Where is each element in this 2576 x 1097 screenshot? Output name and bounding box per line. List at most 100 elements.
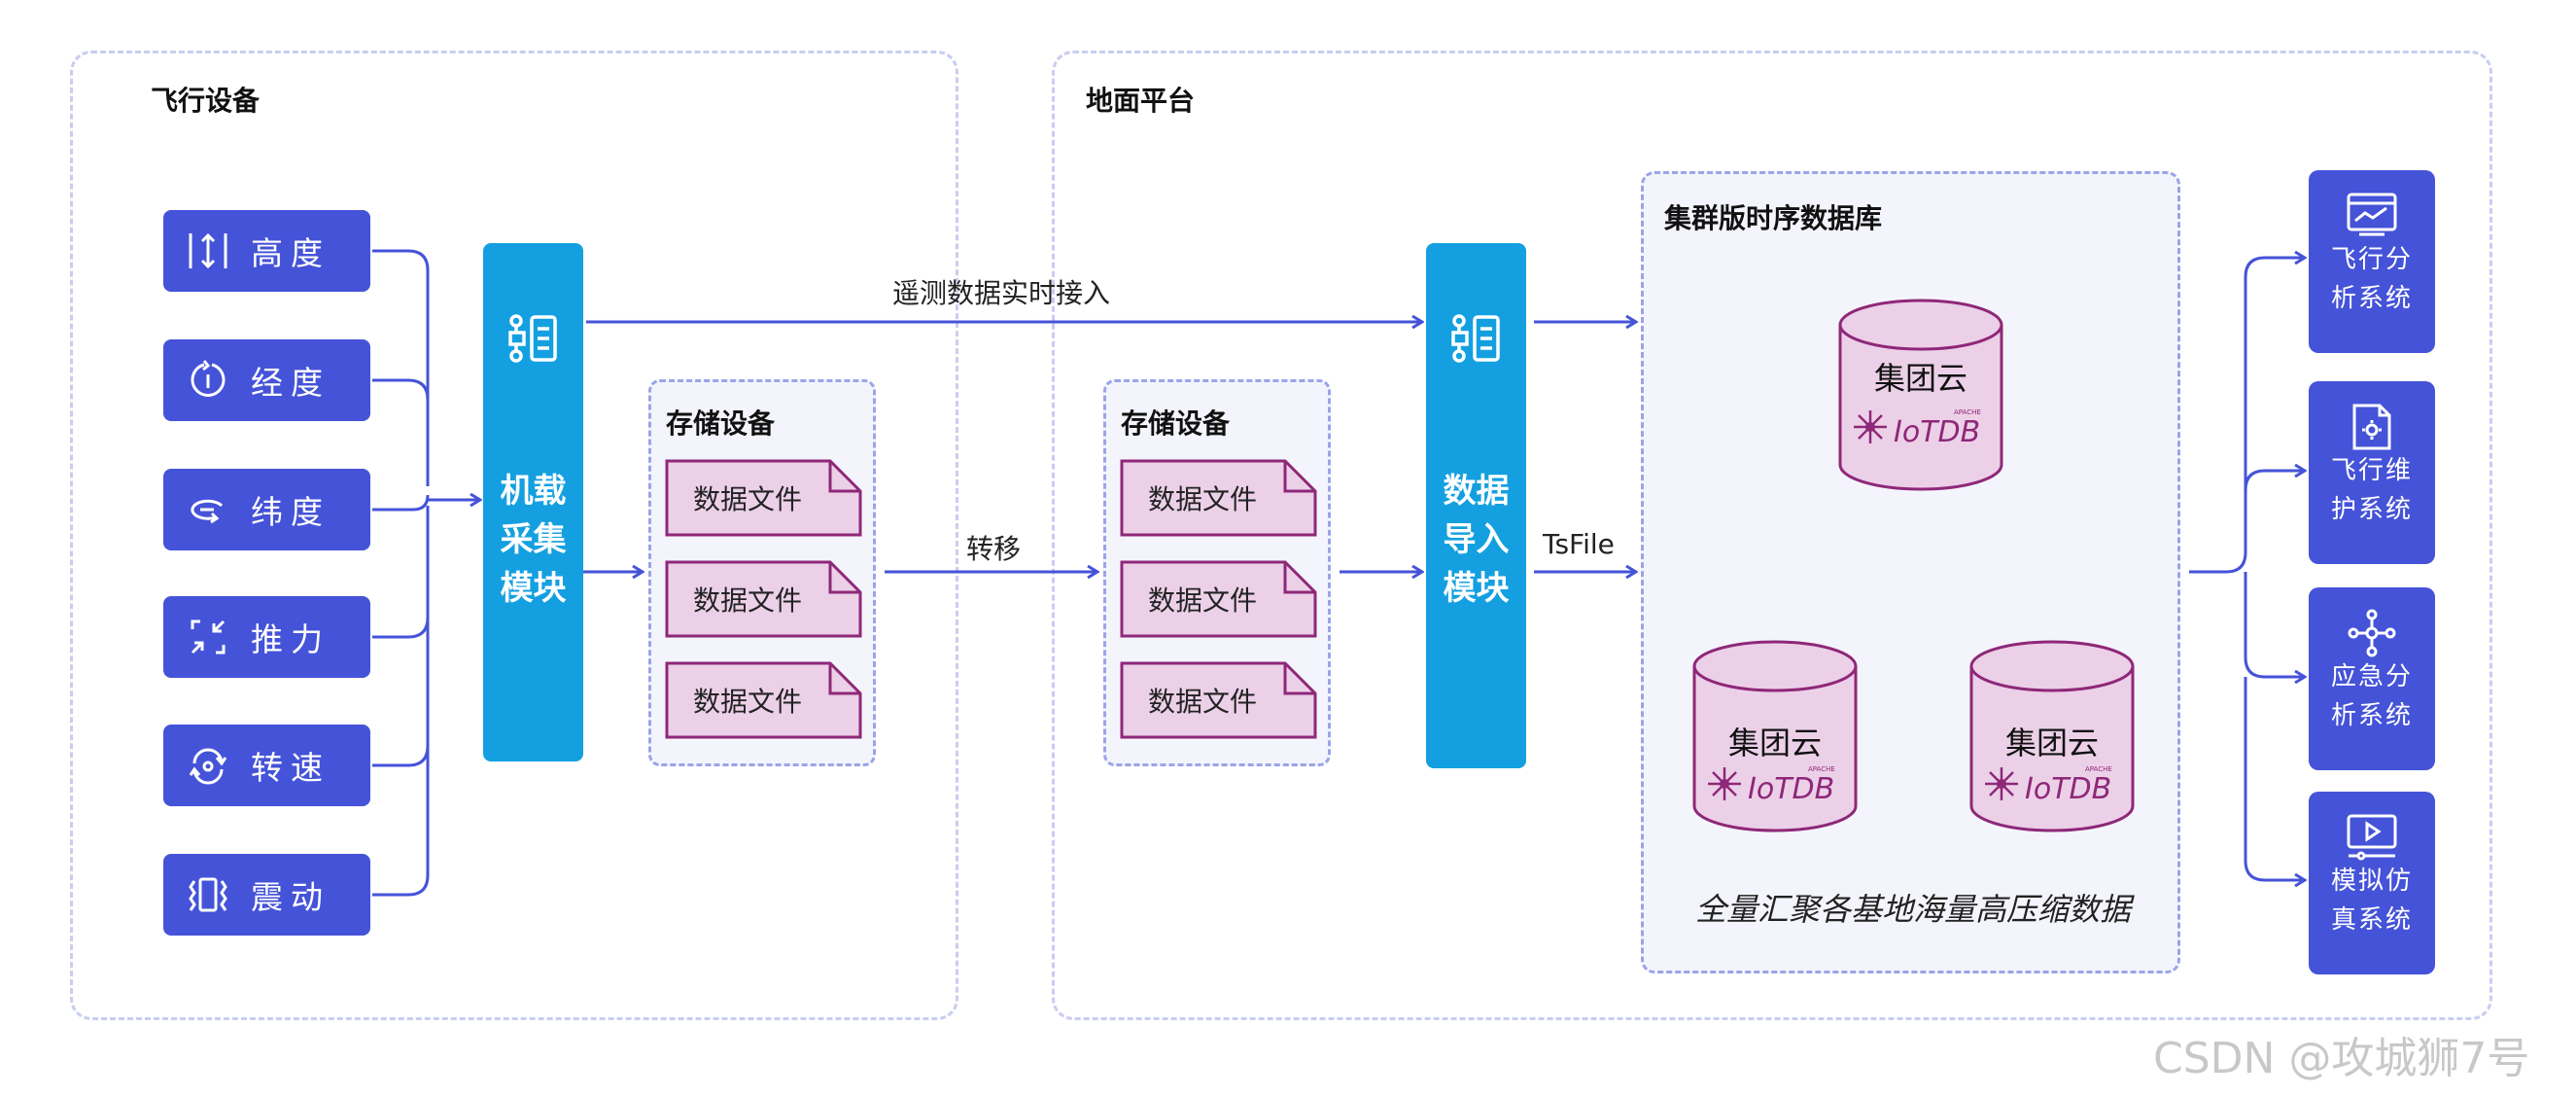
sensor-rpm: 转速	[163, 725, 370, 806]
cluster-to-apps-connector	[2189, 258, 2304, 574]
network-nodes-icon	[2309, 609, 2435, 657]
file-icon	[665, 459, 862, 537]
database-icon	[1969, 640, 2135, 832]
rpm-icon	[187, 744, 229, 787]
file-icon	[1120, 459, 1317, 537]
logo-text: IoTDB	[1894, 415, 1980, 449]
sensor-connector-1	[372, 249, 430, 486]
sensor-altitude: 高度	[163, 210, 370, 292]
data-file: 数据文件	[665, 459, 862, 537]
right-storage-title: 存储设备	[1121, 407, 1231, 440]
module-icon	[483, 313, 583, 372]
app-flight-maintenance: 飞行维 护系统	[2309, 381, 2435, 564]
file-icon	[1120, 661, 1317, 739]
logo-super: APACHE	[1808, 765, 1835, 773]
file-icon	[665, 661, 862, 739]
app-label-line: 应急分	[2330, 662, 2413, 691]
data-file-label: 数据文件	[1147, 584, 1257, 617]
tsfile-label: TsFile	[1543, 528, 1615, 560]
file-icon	[1120, 560, 1317, 638]
vibration-icon	[187, 873, 229, 916]
latitude-icon	[187, 488, 229, 531]
cluster-node-name: 集团云	[1873, 360, 1967, 397]
data-file: 数据文件	[1120, 661, 1317, 739]
data-file: 数据文件	[665, 661, 862, 739]
cluster-node-name: 集团云	[1727, 725, 1822, 761]
gear-document-icon	[2309, 403, 2435, 451]
sensor-connector-4	[372, 617, 430, 639]
data-file-label: 数据文件	[692, 584, 802, 617]
app-emergency-analysis: 应急分 析系统	[2309, 587, 2435, 770]
cluster-node-name: 集团云	[2004, 725, 2099, 761]
data-file-label: 数据文件	[692, 483, 802, 515]
module-label-line: 数据	[1443, 472, 1510, 511]
flight-equipment-region	[70, 51, 958, 1020]
transfer-label: 转移	[966, 533, 1022, 565]
sensor-longitude: 经度	[163, 339, 370, 421]
sensor-vibration: 震动	[163, 854, 370, 936]
ground-platform-region	[1052, 51, 2492, 1020]
sensor-latitude: 纬度	[163, 469, 370, 550]
flight-equipment-title: 飞行设备	[151, 85, 261, 117]
left-storage-title: 存储设备	[666, 407, 776, 440]
logo-super: APACHE	[1954, 408, 1981, 416]
data-file: 数据文件	[665, 560, 862, 638]
app-label-line: 析系统	[2330, 284, 2413, 313]
sensor-label: 推力	[251, 620, 331, 658]
file-icon	[665, 560, 862, 638]
app-label-line: 析系统	[2330, 701, 2413, 730]
longitude-icon	[187, 359, 229, 402]
cluster-title: 集群版时序数据库	[1664, 202, 1883, 234]
onboard-collect-module: 机载 采集 模块	[483, 243, 583, 761]
app-label-line: 飞行分	[2330, 245, 2413, 274]
altitude-icon	[187, 230, 229, 272]
sensor-label: 高度	[251, 234, 331, 272]
play-screen-icon	[2309, 813, 2435, 862]
cluster-note: 全量汇聚各基地海量高压缩数据	[1695, 891, 2132, 928]
sensor-label: 转速	[251, 749, 331, 787]
module-label-line: 采集	[500, 520, 567, 559]
sensor-thrust: 推力	[163, 596, 370, 678]
app-flight-analysis: 飞行分 析系统	[2309, 170, 2435, 353]
data-import-module: 数据 导入 模块	[1426, 243, 1526, 768]
data-file-label: 数据文件	[1147, 686, 1257, 718]
thrust-icon	[187, 616, 229, 658]
apps-connector-2	[2244, 471, 2304, 491]
module-label-line: 模块	[500, 569, 567, 608]
data-file: 数据文件	[1120, 560, 1317, 638]
module-icon	[1426, 313, 1526, 372]
module-label-line: 模块	[1443, 569, 1510, 608]
realtime-label: 遥测数据实时接入	[892, 277, 1111, 309]
data-file-label: 数据文件	[692, 686, 802, 718]
app-label-line: 真系统	[2330, 905, 2413, 935]
database-icon	[1838, 299, 2003, 491]
cluster-tsdb	[1641, 171, 2180, 973]
sensor-label: 纬度	[251, 493, 331, 531]
logo-text: IoTDB	[1748, 772, 1834, 806]
sensor-label: 经度	[251, 364, 331, 402]
logo-super: APACHE	[2085, 765, 2112, 773]
apps-connector-4	[2244, 677, 2304, 880]
module-label-line: 导入	[1443, 520, 1510, 559]
sensor-connector-3	[372, 494, 430, 512]
app-simulation: 模拟仿 真系统	[2309, 792, 2435, 974]
logo-text: IoTDB	[2025, 772, 2111, 806]
sensor-connector-5	[372, 745, 430, 767]
app-label-line: 护系统	[2330, 495, 2413, 524]
ground-platform-title: 地面平台	[1086, 85, 1196, 117]
data-file: 数据文件	[1120, 459, 1317, 537]
sensor-connector-6	[372, 506, 430, 897]
sensor-label: 震动	[251, 878, 331, 916]
data-file-label: 数据文件	[1147, 483, 1257, 515]
apps-connector-3	[2244, 572, 2304, 677]
database-icon	[1692, 640, 1858, 832]
app-label-line: 模拟仿	[2330, 867, 2413, 896]
watermark: CSDN @攻城狮7号	[2153, 1034, 2530, 1083]
module-label-line: 机载	[500, 472, 567, 511]
chart-monitor-icon	[2309, 192, 2435, 240]
